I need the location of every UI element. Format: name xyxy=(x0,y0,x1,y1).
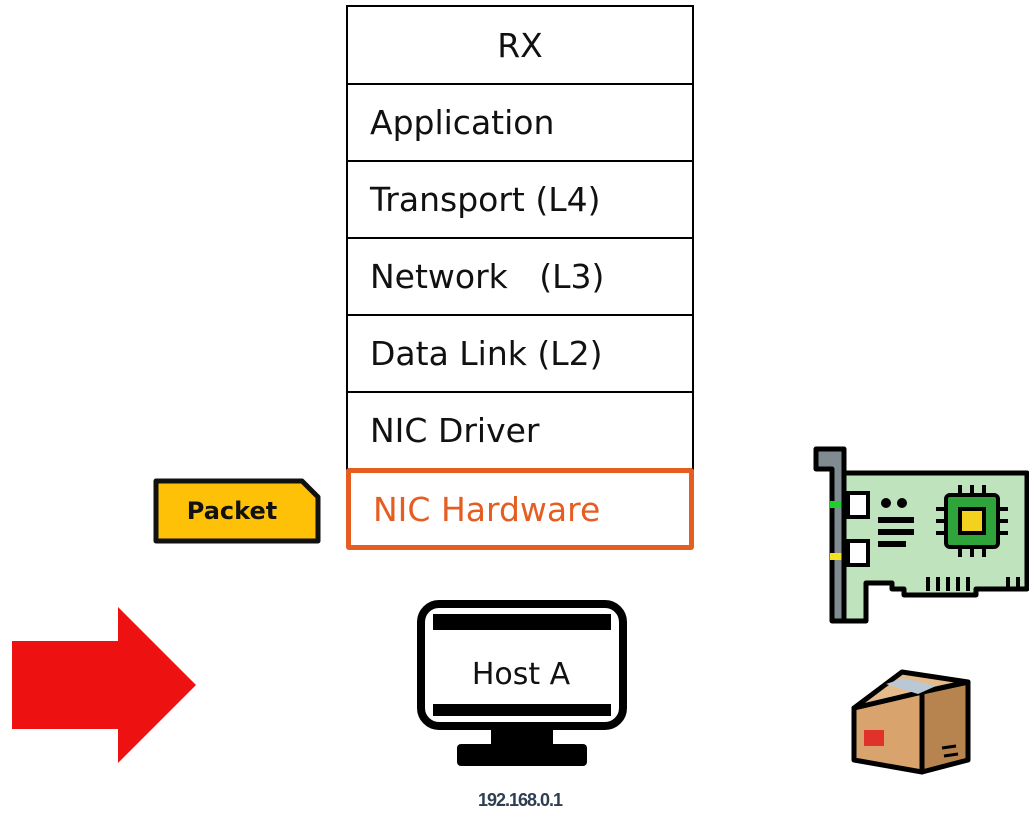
right-arrow-icon xyxy=(10,605,200,769)
layer-nic-hardware: NIC Hardware xyxy=(346,468,694,550)
layer-nic-driver: NIC Driver xyxy=(346,393,694,470)
packet-tag-shape xyxy=(153,478,321,544)
packet-label: Packet xyxy=(186,497,278,525)
layer-data-link: Data Link (L2) xyxy=(346,316,694,393)
stack-header: RX xyxy=(346,5,694,85)
package-box-icon xyxy=(846,668,974,782)
host-ip-address: 192.168.0.1 xyxy=(477,790,563,810)
monitor-icon xyxy=(417,600,627,766)
packet-tag: Packet xyxy=(152,477,324,545)
layer-transport: Transport (L4) xyxy=(346,162,694,239)
layer-application: Application xyxy=(346,85,694,162)
host-label: Host A xyxy=(471,656,571,692)
host-monitor: Host A xyxy=(417,600,627,770)
network-card-icon xyxy=(808,445,1029,634)
protocol-stack: RX Application Transport (L4) Network (L… xyxy=(346,5,694,550)
layer-network: Network (L3) xyxy=(346,239,694,316)
